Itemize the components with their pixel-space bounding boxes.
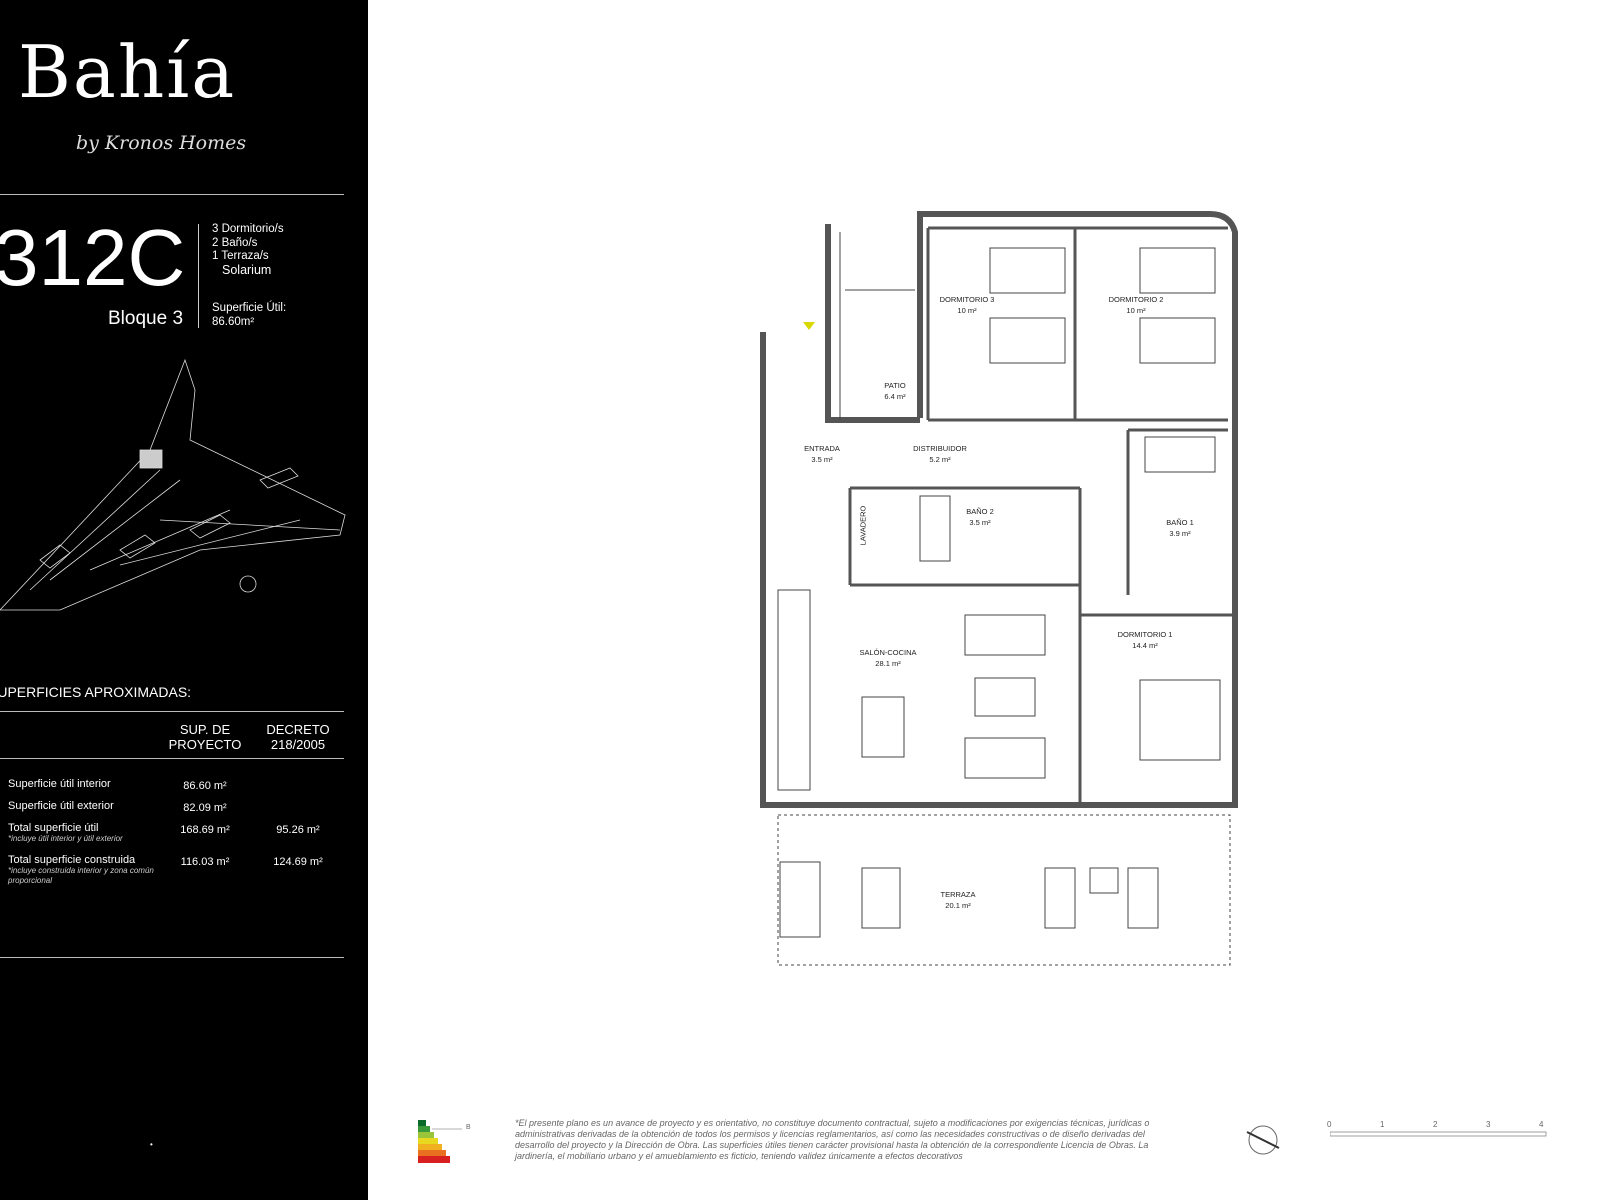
table-row: Total superficie útil *incluye útil inte… bbox=[8, 822, 158, 844]
value-decreto: 124.69 m² bbox=[273, 856, 323, 868]
energy-rating-icon bbox=[418, 1120, 462, 1163]
scale-tick: 0 bbox=[1327, 1120, 1332, 1129]
value-proyecto: 86.60 m² bbox=[183, 780, 227, 792]
value-proyecto: 116.03 m² bbox=[180, 856, 230, 868]
value-proyecto: 168.69 m² bbox=[180, 824, 230, 836]
value-proyecto: 82.09 m² bbox=[183, 802, 227, 814]
scale-tick: 1 bbox=[1380, 1120, 1385, 1129]
row-label: Total superficie construida bbox=[8, 854, 136, 866]
table-row: Superficie útil interior bbox=[8, 778, 158, 790]
divider bbox=[198, 224, 199, 328]
room-label: LAVADERO bbox=[858, 505, 868, 546]
scale-tick: 4 bbox=[1539, 1120, 1544, 1129]
entrance-marker bbox=[803, 322, 815, 330]
surface-value: 86.60m² bbox=[212, 315, 255, 328]
brand-subtitle: by Kronos Homes bbox=[76, 132, 247, 154]
table-row: Total superficie construida *incluye con… bbox=[8, 854, 158, 886]
site-map-illustration bbox=[0, 358, 346, 611]
scale-bar bbox=[1330, 1131, 1547, 1137]
scale-tick: 2 bbox=[1433, 1120, 1438, 1129]
unit-block: Bloque 3 bbox=[108, 308, 184, 329]
row-note: *incluye útil interior y útil exterior bbox=[8, 834, 123, 843]
unit-code: 312C bbox=[0, 213, 186, 302]
feature: 2 Baño/s bbox=[212, 236, 258, 249]
surface-label: Superficie Útil: bbox=[212, 302, 287, 314]
table-title: SUPERFICIES APROXIMADAS: bbox=[0, 684, 192, 700]
table-row: Superficie útil exterior bbox=[8, 800, 158, 812]
col-header-decreto: DECRETO 218/2005 bbox=[266, 722, 330, 752]
brand-logo: Bahía bbox=[18, 30, 237, 114]
feature: Solarium bbox=[222, 262, 272, 277]
row-label: Total superficie útil bbox=[8, 822, 99, 834]
row-label: Superficie útil interior bbox=[8, 778, 111, 790]
row-label: Superficie útil exterior bbox=[8, 800, 114, 812]
info-panel: Bahía by Kronos Homes 312C Bloque 3 3 Do… bbox=[0, 0, 368, 1200]
unit-features: 3 Dormitorio/s 2 Baño/s 1 Terraza/s Sola… bbox=[212, 223, 284, 277]
divider bbox=[0, 194, 344, 195]
col-header-proyecto: SUP. DE PROYECTO bbox=[168, 722, 242, 752]
scale-tick: 3 bbox=[1486, 1120, 1491, 1129]
feature: 3 Dormitorio/s bbox=[212, 223, 284, 235]
north-arrow-icon bbox=[1246, 1125, 1280, 1155]
unit-surface: Superficie Útil: 86.60m² bbox=[212, 302, 286, 329]
dot: • bbox=[150, 1140, 153, 1149]
feature: 1 Terraza/s bbox=[212, 250, 269, 262]
energy-rating-label: B bbox=[466, 1124, 471, 1131]
value-decreto: 95.26 m² bbox=[276, 824, 320, 836]
row-note: *incluye construida interior y zona comú… bbox=[8, 866, 154, 885]
disclaimer: *El presente plano es un avance de proye… bbox=[515, 1118, 1150, 1161]
